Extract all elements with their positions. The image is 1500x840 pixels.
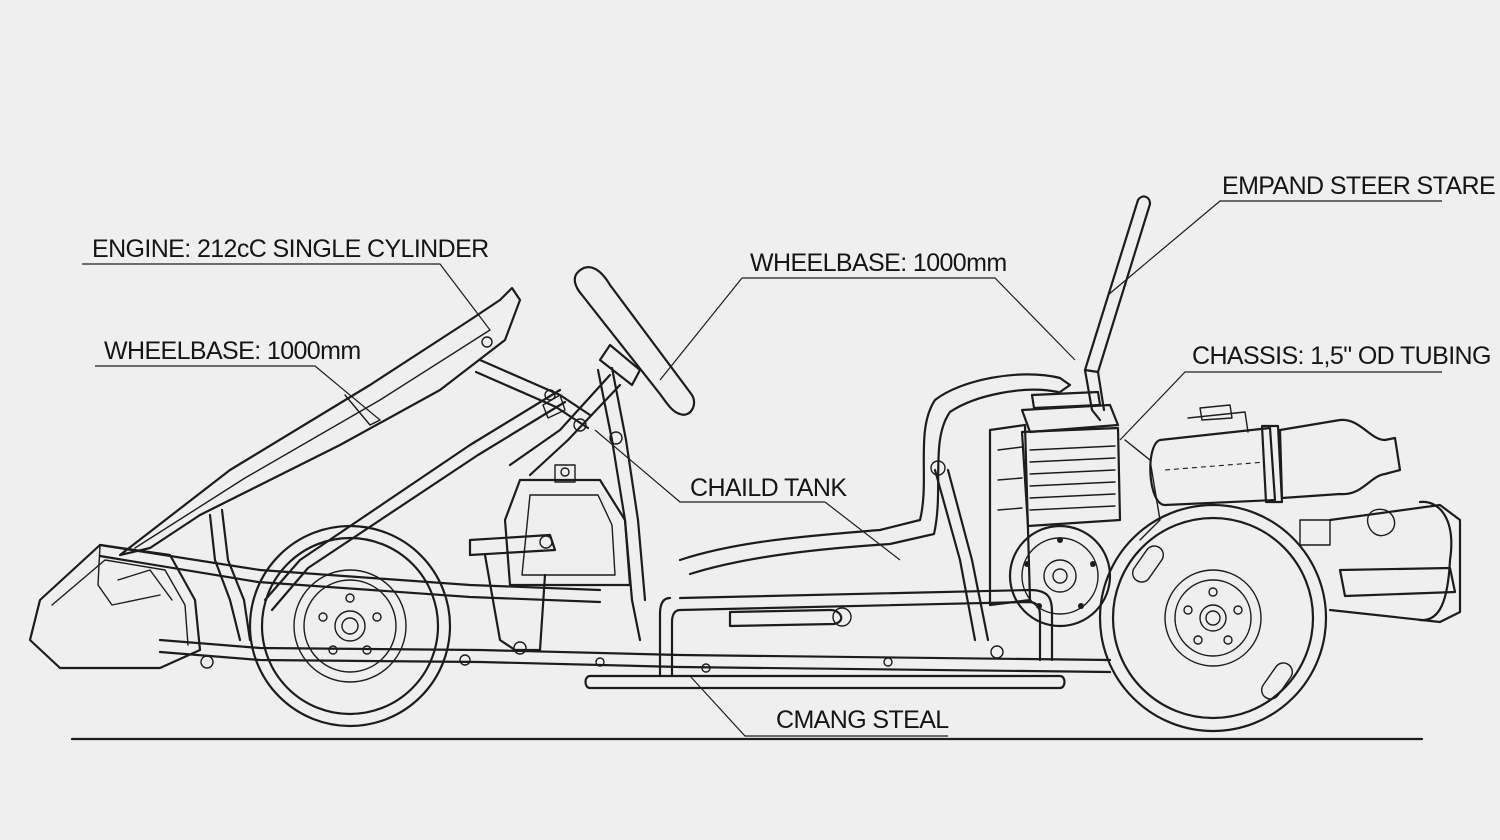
driver-seat-tub <box>678 373 1072 642</box>
front-nose-cone <box>28 543 202 670</box>
front-wheel <box>248 524 452 728</box>
callout-steer: EMPAND STEER STARE <box>1222 172 1495 200</box>
seat <box>118 286 522 642</box>
chassis-frame <box>98 388 1112 690</box>
engine <box>988 390 1161 628</box>
callout-engine: ENGINE: 212cC SINGLE CYLINDER <box>92 235 489 263</box>
callout-tank: CHAILD TANK <box>690 474 847 502</box>
callout-steel: CMANG STEAL <box>776 706 949 734</box>
rear-wheel <box>1098 503 1328 733</box>
muffler-exhaust <box>1149 404 1402 507</box>
callout-wheelbase-top: WHEELBASE: 1000mm <box>750 249 1007 277</box>
callout-chassis: CHASSIS: 1,5" OD TUBING <box>1192 342 1491 370</box>
rear-bumper <box>1299 500 1462 624</box>
rear-steer-bar <box>1083 195 1152 422</box>
leader-lines <box>82 200 1442 737</box>
front-steering-linkage <box>468 358 622 655</box>
fuel-tank <box>503 464 632 587</box>
callout-wheelbase-left: WHEELBASE: 1000mm <box>104 337 361 365</box>
